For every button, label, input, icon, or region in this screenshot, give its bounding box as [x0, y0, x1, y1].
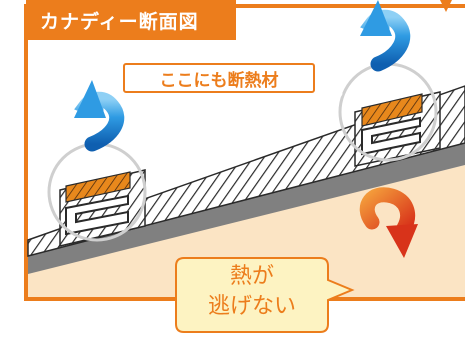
leader-line-right — [313, 78, 343, 97]
diagram-title: カナディー断面図 — [26, 0, 236, 40]
curved-up-arrow-icon — [74, 80, 125, 152]
speech-line-2: 逃げない — [207, 294, 296, 319]
curved-down-arrow-icon — [359, 187, 418, 258]
roof-base-gray — [28, 143, 465, 274]
panel-joint-right — [361, 116, 421, 156]
speech-text: 熱が 逃げない — [178, 262, 326, 326]
insulation-left — [65, 171, 131, 203]
insulation-right — [361, 93, 423, 127]
insulation-label: ここにも断熱材 — [123, 63, 315, 93]
panel-joint-left — [65, 194, 129, 236]
arrow-fragment-top — [440, 0, 452, 12]
speech-bubble — [175, 257, 355, 333]
curved-up-arrow-icon — [360, 0, 411, 72]
interior-area — [28, 165, 465, 297]
speech-line-1: 熱が — [229, 264, 274, 289]
